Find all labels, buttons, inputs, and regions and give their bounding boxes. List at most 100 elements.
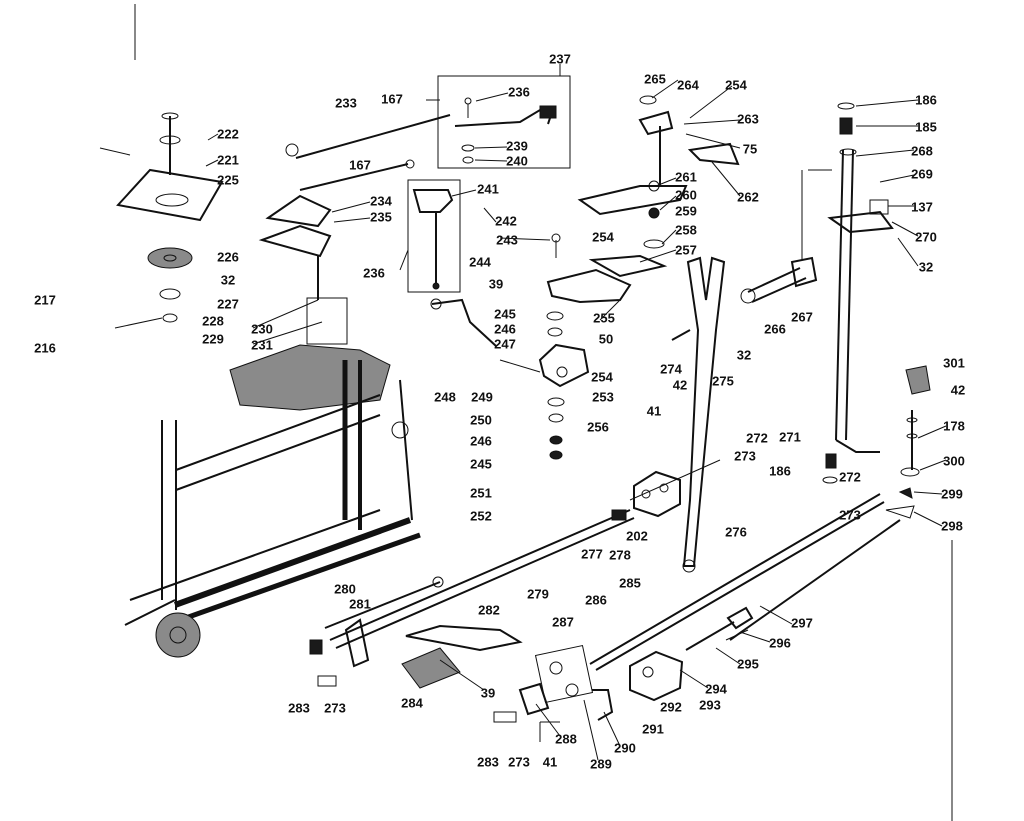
group-box-241 xyxy=(407,179,461,293)
part-lower-left xyxy=(309,576,523,689)
callout-240: 240 xyxy=(506,153,528,168)
callout-216: 216 xyxy=(34,340,56,355)
part-long-rods xyxy=(329,459,901,671)
callout-32: 32 xyxy=(221,272,235,287)
callout-39: 39 xyxy=(481,685,495,700)
callout-235: 235 xyxy=(370,209,392,224)
callout-293: 293 xyxy=(699,697,721,712)
callout-273: 273 xyxy=(839,507,861,522)
callout-236: 236 xyxy=(363,265,385,280)
callout-233: 233 xyxy=(335,95,357,110)
callout-186: 186 xyxy=(915,92,937,107)
callout-273: 273 xyxy=(324,700,346,715)
callout-234: 234 xyxy=(370,193,392,208)
callout-246: 246 xyxy=(494,321,516,336)
callout-236: 236 xyxy=(508,84,530,99)
callout-283: 283 xyxy=(477,754,499,769)
callout-272: 272 xyxy=(746,430,768,445)
callout-226: 226 xyxy=(217,249,239,264)
callout-243: 243 xyxy=(496,232,518,247)
callout-167: 167 xyxy=(349,157,371,172)
callout-292: 292 xyxy=(660,699,682,714)
callout-254: 254 xyxy=(592,229,614,244)
callout-228: 228 xyxy=(202,313,224,328)
part-lower-center xyxy=(493,644,614,723)
callout-299: 299 xyxy=(941,486,963,501)
callout-291: 291 xyxy=(642,721,664,736)
callout-282: 282 xyxy=(478,602,500,617)
callout-288: 288 xyxy=(555,731,577,746)
callout-289: 289 xyxy=(590,756,612,771)
callout-263: 263 xyxy=(737,111,759,126)
callout-301: 301 xyxy=(943,355,965,370)
callout-241: 241 xyxy=(477,181,499,196)
callout-300: 300 xyxy=(943,453,965,468)
callout-283: 283 xyxy=(288,700,310,715)
callout-labels: 2371672332362392402222212251672342352412… xyxy=(34,51,965,771)
leader-lines xyxy=(114,79,947,761)
callout-186: 186 xyxy=(769,463,791,478)
callout-287: 287 xyxy=(552,614,574,629)
part-central-assembly xyxy=(430,233,632,460)
callout-41: 41 xyxy=(543,754,557,769)
callout-261: 261 xyxy=(675,169,697,184)
callout-137: 137 xyxy=(911,199,933,214)
callout-279: 279 xyxy=(527,586,549,601)
callout-295: 295 xyxy=(737,656,759,671)
callout-39: 39 xyxy=(489,276,503,291)
group-box-230 xyxy=(306,297,348,345)
callout-256: 256 xyxy=(587,419,609,434)
callout-221: 221 xyxy=(217,152,239,167)
callout-42: 42 xyxy=(673,377,687,392)
callout-280: 280 xyxy=(334,581,356,596)
callout-42: 42 xyxy=(951,382,965,397)
part-upper-rods xyxy=(258,114,451,300)
callout-284: 284 xyxy=(401,695,423,710)
callout-277: 277 xyxy=(581,546,603,561)
callout-275: 275 xyxy=(712,373,734,388)
callout-167: 167 xyxy=(381,91,403,106)
callout-32: 32 xyxy=(919,259,933,274)
callout-245: 245 xyxy=(494,306,516,321)
callout-262: 262 xyxy=(737,189,759,204)
part-266-arm xyxy=(740,169,832,304)
callout-267: 267 xyxy=(791,309,813,324)
callout-281: 281 xyxy=(349,596,371,611)
callout-286: 286 xyxy=(585,592,607,607)
callout-231: 231 xyxy=(251,337,273,352)
callout-255: 255 xyxy=(593,310,615,325)
callout-270: 270 xyxy=(915,229,937,244)
callout-217: 217 xyxy=(34,292,56,307)
callout-290: 290 xyxy=(614,740,636,755)
callout-271: 271 xyxy=(779,429,801,444)
callout-230: 230 xyxy=(251,321,273,336)
callout-254: 254 xyxy=(591,369,613,384)
callout-285: 285 xyxy=(619,575,641,590)
callout-50: 50 xyxy=(599,331,613,346)
callout-239: 239 xyxy=(506,138,528,153)
part-275-lever xyxy=(671,256,726,573)
callout-276: 276 xyxy=(725,524,747,539)
callout-249: 249 xyxy=(471,389,493,404)
callout-265: 265 xyxy=(644,71,666,86)
callout-269: 269 xyxy=(911,166,933,181)
callout-237: 237 xyxy=(549,51,571,66)
callout-273: 273 xyxy=(508,754,530,769)
callout-254: 254 xyxy=(725,77,747,92)
callout-227: 227 xyxy=(217,296,239,311)
callout-75: 75 xyxy=(743,141,757,156)
callout-273: 273 xyxy=(734,448,756,463)
callout-260: 260 xyxy=(675,187,697,202)
callout-185: 185 xyxy=(915,119,937,134)
part-spindle-assembly xyxy=(99,112,224,323)
part-268-shaft xyxy=(822,102,894,484)
callout-222: 222 xyxy=(217,126,239,141)
part-261-bracket xyxy=(577,95,740,278)
part-236-crank xyxy=(454,97,557,164)
callout-247: 247 xyxy=(494,336,516,351)
group-box-237 xyxy=(437,75,571,169)
callout-268: 268 xyxy=(911,143,933,158)
callout-248: 248 xyxy=(434,389,456,404)
callout-294: 294 xyxy=(705,681,727,696)
